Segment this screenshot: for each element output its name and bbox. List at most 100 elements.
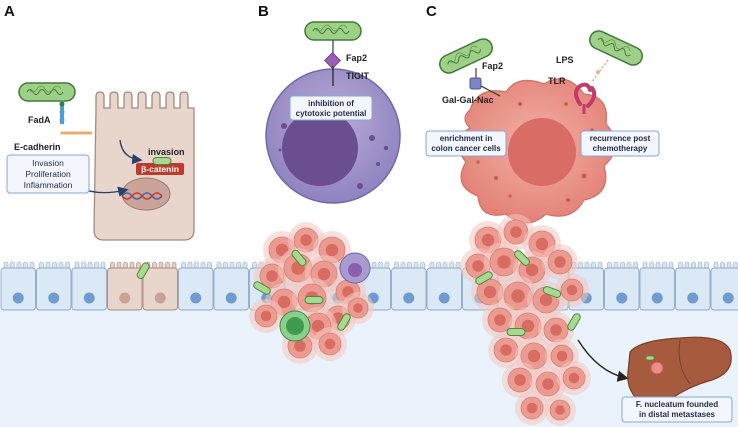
bacterium-fada-icon (18, 82, 76, 102)
lps-molecule-icon (596, 70, 600, 74)
tumor-cell (544, 394, 576, 426)
liver-icon (627, 336, 732, 406)
tumor-bacterium-icon (475, 271, 493, 285)
bacterium-lps-icon (586, 27, 646, 69)
epithelial-cell (213, 261, 249, 311)
epithelial-nucleus (190, 292, 202, 304)
epithelial-nucleus (616, 292, 628, 304)
tumor-cell (542, 244, 578, 280)
invading-bacterium-icon (152, 157, 172, 165)
metastases-line1: F. nucleatum founded (636, 400, 718, 409)
epithelial-nucleus (12, 292, 24, 304)
epithelial-cell (710, 261, 738, 311)
tumor-bacterium-icon (253, 281, 271, 295)
epithelial-nucleus (687, 292, 699, 304)
metastases-box (621, 396, 733, 423)
epithelial-nucleus (438, 292, 450, 304)
epithelial-nucleus (154, 292, 166, 304)
beta-catenin-label: β-catenin (141, 164, 179, 174)
fada-adhesin-icon (59, 100, 65, 124)
panel-c-letter: C (426, 3, 437, 20)
tlr-receptor-icon (574, 82, 597, 114)
tumor-cell (557, 361, 591, 395)
epithelial-cell (36, 261, 72, 311)
tumor-cluster-b (249, 222, 374, 364)
epithelial-cell (426, 261, 462, 311)
nk-cell-in-tumor (339, 252, 371, 284)
colon-cancer-cell (457, 78, 617, 224)
metastases-line2: in distal metastases (639, 410, 716, 419)
epithelial-nucleus (651, 292, 663, 304)
fap2-tigit-receptor-icon (324, 52, 341, 69)
epithelial-cell (107, 261, 143, 311)
epithelial-nucleus (119, 292, 131, 304)
dna-helix (121, 192, 163, 200)
epithelial-nucleus (722, 292, 734, 304)
lps-strand (591, 59, 609, 83)
inhibition-box (289, 95, 373, 121)
fap2-c-label: Fap2 (482, 61, 503, 71)
tumor-cell (488, 332, 524, 368)
tumor-cell (538, 312, 574, 348)
epithelial-cell (391, 261, 427, 311)
tumor-bacterium-icon (542, 286, 562, 298)
invasion-arrow (119, 139, 143, 165)
tumor-bacterium-icon (337, 313, 351, 331)
tumor-cell (502, 362, 538, 398)
tlr-label: TLR (548, 76, 566, 86)
effect-inflammation: Inflammation (24, 180, 73, 190)
lps-label: LPS (556, 55, 574, 65)
tumor-cluster-c (460, 214, 591, 426)
tumor-cell (555, 273, 589, 307)
adherent-bacterium-icon (136, 262, 150, 280)
tumor-bacterium-icon (304, 296, 324, 304)
epithelial-cell (675, 261, 711, 311)
panel-a-letter: A (4, 3, 15, 20)
recurrence-line2: chemotherapy (593, 144, 648, 153)
epithelial-cell (0, 261, 36, 311)
tumor-cell (515, 391, 549, 425)
gal-gal-nac-receptor-icon (469, 77, 482, 90)
tumor-bacterium-icon (567, 313, 581, 331)
gal-gal-nac-stalk (480, 85, 501, 97)
effects-box (6, 154, 90, 194)
enrichment-line1: enrichment in (440, 134, 493, 143)
panel-b-letter: B (258, 3, 269, 20)
tumor-bacterium-icon (291, 249, 307, 267)
effect-proliferation: Proliferation (25, 169, 71, 179)
fap2-b-label: Fap2 (346, 53, 367, 63)
tumor-bacterium-icon (514, 250, 530, 266)
e-cadherin-chain-icon (60, 131, 93, 135)
fada-label: FadA (28, 115, 51, 125)
nk-cell (265, 68, 401, 204)
invasion-label: invasion (148, 147, 185, 157)
effect-invasion: Invasion (32, 158, 64, 168)
tigit-label: TIGIT (346, 71, 369, 81)
epithelial-cell (71, 261, 107, 311)
tumor-bacterium-icon (506, 328, 526, 336)
epithelial-nucleus (225, 292, 237, 304)
inhibition-line2: cytotoxic potential (296, 109, 367, 118)
inhibition-line1: inhibition of (308, 99, 354, 108)
epithelial-cell (604, 261, 640, 311)
epithelial-cell (639, 261, 675, 311)
metastasis-arrow (577, 339, 629, 382)
epithelial-cell (178, 261, 214, 311)
bacterium-fap2-b-icon (304, 21, 362, 41)
submucosa-background (0, 308, 738, 427)
recurrence-box (580, 130, 660, 157)
tumor-cell (249, 299, 283, 333)
epithelial-nucleus (48, 292, 60, 304)
epithelial-nucleus (83, 292, 95, 304)
enrichment-box (425, 130, 507, 157)
beta-catenin-box (136, 163, 184, 175)
t-cell-in-tumor (279, 310, 311, 342)
gal-gal-nac-label: Gal-Gal-Nac (442, 95, 494, 105)
epithelial-nucleus (403, 292, 415, 304)
e-cadherin-label: E-cadherin (14, 142, 61, 152)
tumor-cell (313, 327, 347, 361)
enrichment-line2: colon cancer cells (431, 144, 501, 153)
recurrence-line1: recurrence post (590, 134, 651, 143)
